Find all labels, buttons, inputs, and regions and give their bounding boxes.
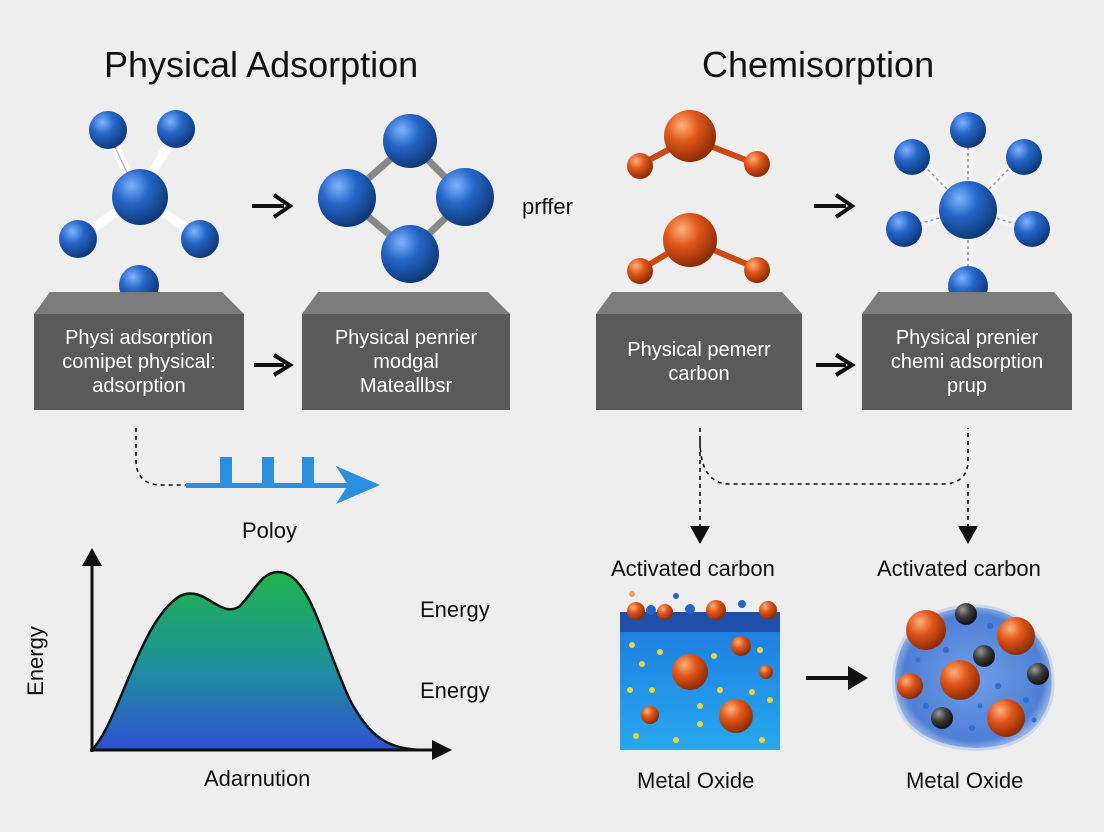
box-line: chemi adsorption bbox=[890, 351, 1044, 373]
energy-chart-x-label: Adarnution bbox=[204, 766, 311, 791]
flow-arrow-blue bbox=[186, 457, 380, 504]
arrow-right-mid bbox=[816, 353, 856, 377]
title-physical-adsorption: Physical Adsorption bbox=[104, 44, 419, 85]
dashed-connector-left bbox=[135, 428, 186, 486]
molecule-orange-bottom bbox=[627, 213, 770, 284]
arrowhead-down-left bbox=[690, 526, 710, 544]
box-line: carbon bbox=[668, 363, 730, 385]
energy-side-label-2: Energy bbox=[420, 678, 490, 703]
surface-label-right-2: Physical prenier chemi adsorption prup bbox=[862, 314, 1072, 410]
surface-label-left-1: Physi adsorption comipet physical: adsor… bbox=[34, 314, 244, 410]
center-label: prffer bbox=[522, 194, 573, 219]
molecule-chemisorbed-complex bbox=[886, 112, 1050, 306]
metal-oxide-label-right: Metal Oxide bbox=[906, 768, 1024, 793]
box-line: Mateallbsr bbox=[359, 375, 453, 397]
energy-chart-y-label: Energy bbox=[23, 626, 48, 696]
dashed-connector-right bbox=[699, 428, 969, 528]
molecule-adsorbed-ring bbox=[318, 114, 494, 283]
activated-carbon-label-left: Activated carbon bbox=[611, 556, 775, 581]
molecule-adsorbate-1 bbox=[59, 110, 219, 305]
activated-carbon-section bbox=[620, 591, 780, 750]
box-line: adsorption bbox=[92, 375, 186, 397]
box-line: prup bbox=[946, 375, 988, 397]
arrow-right-top bbox=[814, 193, 856, 219]
arrow-left-mid bbox=[254, 353, 294, 377]
metal-oxide-particle bbox=[892, 603, 1055, 751]
box-line: modgal bbox=[373, 351, 439, 373]
title-chemisorption: Chemisorption bbox=[702, 44, 935, 85]
surface-label-left-2: Physical penrier modgal Mateallbsr bbox=[302, 314, 510, 410]
box-line: comipet physical: bbox=[62, 351, 216, 373]
arrowhead-down-right bbox=[958, 526, 978, 544]
molecule-orange-top bbox=[627, 110, 770, 179]
box-line: Physical pemerr bbox=[627, 339, 771, 361]
metal-oxide-label-left: Metal Oxide bbox=[637, 768, 755, 793]
energy-side-label-1: Energy bbox=[420, 597, 490, 622]
box-line: Physical prenier bbox=[895, 327, 1039, 349]
box-line: Physical penrier bbox=[334, 327, 478, 349]
box-line: Physi adsorption bbox=[65, 327, 213, 349]
activated-carbon-label-right: Activated carbon bbox=[877, 556, 1041, 581]
arrow-left-top bbox=[252, 193, 294, 219]
arrow-bottom-right bbox=[806, 666, 868, 690]
surface-label-right-1: Physical pemerr carbon bbox=[596, 314, 802, 410]
energy-chart bbox=[82, 548, 452, 760]
process-label: Poloy bbox=[242, 518, 298, 543]
